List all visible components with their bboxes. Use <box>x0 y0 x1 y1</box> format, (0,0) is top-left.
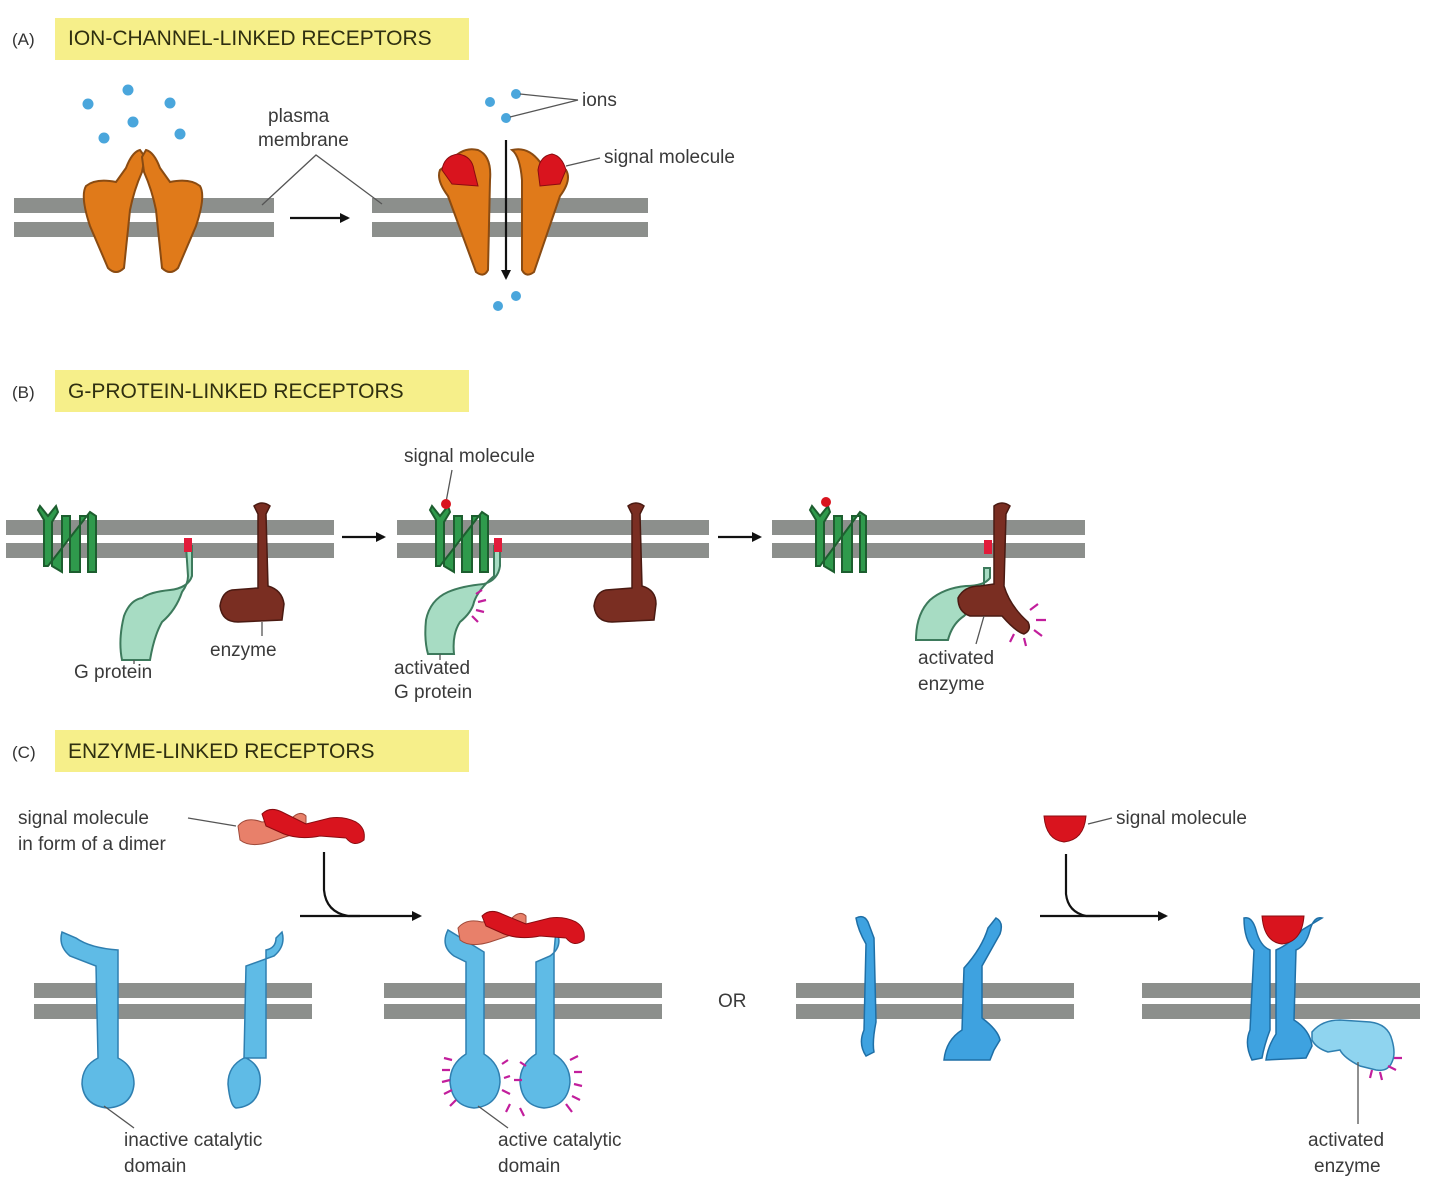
inactive-domain-label-line1: inactive catalytic <box>124 1130 262 1151</box>
panel-c-title: ENZYME-LINKED RECEPTORS <box>68 740 375 763</box>
signal-molecule-label-c: signal molecule <box>1116 808 1247 829</box>
membrane-c-2 <box>384 983 662 1019</box>
open-ion-channel <box>438 148 569 276</box>
membrane-a-left <box>14 198 274 237</box>
activated-receptor-with-enzyme <box>1243 915 1402 1081</box>
panel-b-header-highlight <box>55 370 469 412</box>
enzyme-label: enzyme <box>210 640 277 661</box>
ions-label: ions <box>582 90 617 111</box>
gpcr-receptor-2 <box>428 499 489 574</box>
membrane-a-right <box>372 198 648 237</box>
signal-molecule-dimer <box>237 808 365 846</box>
signal-molecule-label-a: signal molecule <box>604 147 735 168</box>
binding-arrow-single <box>1064 854 1168 921</box>
inactive-receptor-left <box>60 930 135 1109</box>
dimer-label-line1: signal molecule <box>18 808 149 829</box>
g-protein-1 <box>119 538 193 661</box>
plasma-membrane-label-line1: plasma <box>268 106 330 127</box>
signal-molecule-leader-b <box>445 469 453 503</box>
plasma-membrane-label-line2: membrane <box>258 130 349 151</box>
or-label: OR <box>718 991 747 1012</box>
panel-a-letter: (A) <box>12 30 35 49</box>
g-protein-label: G protein <box>74 662 152 683</box>
active-domain-leader <box>477 1105 509 1129</box>
activated-g-protein-label-line2: G protein <box>394 682 472 703</box>
signal-molecule-leader-a <box>565 157 601 167</box>
active-receptor-dimer <box>441 910 585 1117</box>
signal-molecule-bound-right <box>537 153 567 187</box>
ions-leader-1 <box>519 93 579 101</box>
signal-molecule-leader-c <box>1087 817 1113 825</box>
panel-b: (B) G-PROTEIN-LINKED RECEPTORS G protei <box>6 370 1085 703</box>
ions-group-open <box>485 89 521 311</box>
inactive-monomer-left <box>855 915 877 1057</box>
panel-c: (C) ENZYME-LINKED RECEPTORS signal molec… <box>12 730 1420 1177</box>
panel-a-title: ION-CHANNEL-LINKED RECEPTORS <box>68 27 432 50</box>
signal-molecule-label-b: signal molecule <box>404 446 535 467</box>
activated-enzyme-leader-b <box>975 615 985 645</box>
panel-c-letter: (C) <box>12 743 36 762</box>
inactive-domain-leader <box>103 1105 135 1129</box>
inactive-receptor-right <box>227 930 284 1109</box>
closed-ion-channel <box>82 148 204 273</box>
enzyme-2 <box>593 502 657 623</box>
ions-leader-2 <box>509 99 579 118</box>
activated-enzyme-label-c-line2: enzyme <box>1314 1156 1381 1177</box>
binding-arrow-dimer <box>322 852 422 921</box>
panel-a: (A) ION-CHANNEL-LINKED RECEPTORS <box>12 18 735 311</box>
activated-enzyme-label-c-line1: activated <box>1308 1130 1384 1151</box>
membrane-b-2 <box>397 520 709 558</box>
inactive-monomer-right <box>943 917 1003 1061</box>
panel-b-title: G-PROTEIN-LINKED RECEPTORS <box>68 380 404 403</box>
panel-c-header-highlight <box>55 730 469 772</box>
dimer-label-line2: in form of a dimer <box>18 834 166 855</box>
active-domain-label-line1: active catalytic <box>498 1130 622 1151</box>
membrane-c-1 <box>34 983 312 1019</box>
ions-group-closed <box>82 84 186 144</box>
gpcr-receptor-1 <box>36 503 97 574</box>
enzyme-1 <box>219 502 285 623</box>
activated-enzyme-label-b-line2: enzyme <box>918 674 985 695</box>
activated-enzyme-label-b-line1: activated <box>918 648 994 669</box>
signal-molecule-bound-left <box>441 153 479 187</box>
signal-molecule-single <box>1043 815 1087 843</box>
panel-a-header-highlight <box>55 18 469 60</box>
inactive-domain-label-line2: domain <box>124 1156 186 1177</box>
activated-g-protein-label-line1: activated <box>394 658 470 679</box>
membrane-b-1 <box>6 520 334 558</box>
membrane-c-3 <box>796 983 1074 1019</box>
dimer-leader <box>187 817 237 827</box>
activated-g-protein <box>424 538 502 655</box>
activated-enzyme-complex <box>914 502 1046 647</box>
panel-b-letter: (B) <box>12 383 35 402</box>
gpcr-receptor-3 <box>808 497 867 574</box>
plasma-membrane-leader <box>261 154 383 206</box>
active-domain-label-line2: domain <box>498 1156 560 1177</box>
